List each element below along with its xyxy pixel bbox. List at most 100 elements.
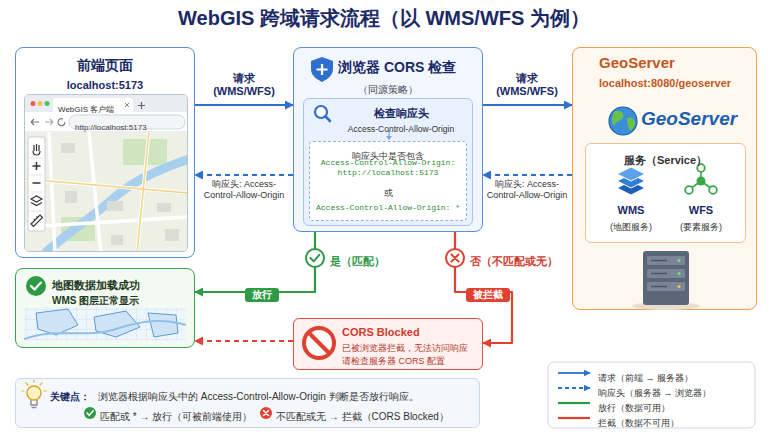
note-title: 关键点：: [50, 391, 90, 403]
legend-text: 拦截（数据不可用）: [598, 418, 679, 429]
blocked-box: CORS Blocked 已被浏览器拦截，无法访问响应请检查服务器 CORS 配置: [293, 318, 483, 370]
service-desc: (要素服务): [680, 222, 722, 233]
result-text: 请检查服务器 CORS 配置: [342, 356, 445, 367]
host-address: localhost:5173: [67, 79, 143, 92]
tab-title: WebGIS 客户端: [58, 105, 114, 115]
text-slot: 已被浏览器拦截，无法访问响应: [342, 337, 480, 355]
edge-label: 响应头: Access-Control-Allow-Origin: [484, 179, 570, 201]
text-slot: 否（不匹配或无）: [470, 251, 568, 269]
text-slot: (地图服务): [596, 216, 666, 234]
legend-sample: [558, 372, 590, 374]
server-panel: GeoServerlocalhost:8080/geoserverGeoServ…: [572, 47, 757, 310]
text-slot: CORS Blocked: [342, 322, 480, 340]
response-arrow: [195, 174, 293, 176]
box-subtitle: （同源策略）: [358, 84, 418, 96]
diagram-title: WebGIS 跨域请求流程（以 WMS/WFS 为例）: [178, 6, 590, 30]
cors-check-box: 浏览器 CORS 检查 （同源策略） 检查响应头 Access-Control-Al…: [293, 47, 483, 232]
header-check-box: 检查响应头Access-Control-Allow-Origin响应头中是否包含…: [303, 98, 473, 226]
text-slot: 或: [310, 182, 466, 200]
text-slot: 浏览器 CORS 检查: [338, 58, 478, 76]
legend-sample: [558, 387, 590, 389]
text-slot: http://localhost:5173: [75, 116, 181, 134]
text-slot: 响应头: Access-Control-Allow-Origin: [484, 179, 570, 202]
text-slot: 前端页面: [16, 56, 194, 74]
frontend-panel: 前端页面 localhost:5173: [15, 47, 195, 258]
text-slot: Access-Control-Allow-Origin: [332, 118, 470, 136]
result-text: 已被浏览器拦截，无法访问响应: [342, 343, 468, 354]
text-slot: 请求 (WMS/WFS): [494, 72, 560, 99]
note-box: 关键点： 浏览器根据响应头中的 Access-Control-Allow-Orig…: [15, 378, 480, 428]
note-text: 浏览器根据响应头中的 Access-Control-Allow-Origin 判…: [98, 391, 419, 403]
text-slot: （同源策略）: [294, 79, 481, 97]
text-slot: WebGIS 跨域请求流程（以 WMS/WFS 为例）: [0, 6, 768, 30]
decision-label: 是（匹配）: [330, 255, 385, 268]
text-slot: WMS 图层正常显示: [52, 290, 190, 308]
text-slot: 匹配或 * → 放行（可被前端使用）: [100, 406, 260, 424]
text-slot: 检查响应头: [332, 103, 470, 121]
legend-text: 请求（前端 → 服务器）: [598, 373, 693, 384]
text-slot: 浏览器根据响应头中的 Access-Control-Allow-Origin 判…: [98, 386, 476, 404]
panel-title: GeoServer: [599, 54, 675, 72]
legend-sample: [558, 417, 590, 419]
match-badge: [306, 249, 324, 267]
text-slot: Access-Control-Allow-Origin: *: [313, 196, 463, 214]
flow-arrow: [195, 104, 293, 106]
success-box: 地图数据加载成功 WMS 图层正常显示: [15, 268, 195, 348]
text-slot: 请求 (WMS/WFS): [211, 72, 277, 99]
text-slot: 响应头（服务器 → 浏览器）: [598, 382, 750, 400]
flow-arrow: [483, 104, 572, 106]
edge-label: 被拦截: [466, 288, 510, 302]
panel-title: 前端页面: [77, 57, 133, 74]
service-desc: (地图服务): [610, 222, 652, 233]
result-text: WMS 图层正常显示: [52, 295, 139, 307]
text-slot: GeoServer: [641, 108, 753, 131]
text-slot: (要素服务): [666, 216, 736, 234]
legend-box: [548, 362, 755, 428]
text-slot: WMS: [596, 200, 666, 218]
header-name: Access-Control-Allow-Origin: [348, 124, 454, 134]
condition-or: 或: [384, 188, 393, 199]
map-toolbar: [28, 137, 45, 231]
legend-text: 放行（数据可用）: [598, 403, 670, 414]
text-slot: 响应头: Access-Control-Allow-Origin: [199, 179, 289, 202]
text-slot: 放行（数据可用）: [598, 397, 750, 415]
text-slot: WFS: [666, 200, 736, 218]
text-slot: 是（匹配）: [330, 251, 414, 269]
result-title: CORS Blocked: [342, 326, 420, 339]
text-slot: 被拦截: [462, 284, 514, 302]
box-title: 浏览器 CORS 检查: [338, 59, 456, 76]
service-name: WFS: [689, 204, 713, 217]
legend-sample: [558, 402, 590, 404]
edge-label: 请求 (WMS/WFS): [494, 72, 560, 98]
text-slot: 地图数据加载成功: [52, 275, 190, 293]
note-item: 匹配或 * → 放行（可被前端使用）: [100, 411, 252, 423]
check-title: 检查响应头: [374, 107, 429, 120]
legend-text: 响应头（服务器 → 浏览器）: [598, 388, 711, 399]
text-slot: GeoServer: [599, 54, 749, 72]
text-slot: 关键点：: [50, 386, 100, 404]
browser-illustration: [25, 95, 188, 252]
text-slot: 拦截（数据不可用）: [598, 412, 750, 430]
header-value: Access-Control-Allow-Origin: http://loca…: [313, 158, 463, 179]
edge-label: 放行: [245, 288, 279, 302]
service-title: 服务（Service）: [624, 154, 707, 167]
note-item: 不匹配或无 → 拦截（CORS Blocked）: [276, 411, 449, 423]
result-title: 地图数据加载成功: [52, 279, 140, 292]
text-slot: WebGIS 客户端: [58, 98, 130, 116]
response-arrow: [483, 174, 572, 176]
text-slot: localhost:8080/geoserver: [599, 73, 754, 91]
service-name: WMS: [618, 204, 645, 217]
reject-badge: [446, 249, 464, 267]
flow-arrow: [195, 232, 315, 292]
browser-window: WebGIS 客户端 http://localhost:5173: [24, 94, 188, 252]
decision-label: 否（不匹配或无）: [470, 255, 558, 268]
text-slot: localhost:5173: [16, 75, 194, 93]
header-value: Access-Control-Allow-Origin: *: [316, 203, 460, 213]
url-text: http://localhost:5173: [75, 123, 147, 133]
response-arrow: [195, 340, 293, 342]
text-slot: 放行: [240, 284, 284, 302]
text-slot: 服务（Service）: [586, 150, 745, 168]
text-slot: 不匹配或无 → 拦截（CORS Blocked）: [276, 406, 476, 424]
